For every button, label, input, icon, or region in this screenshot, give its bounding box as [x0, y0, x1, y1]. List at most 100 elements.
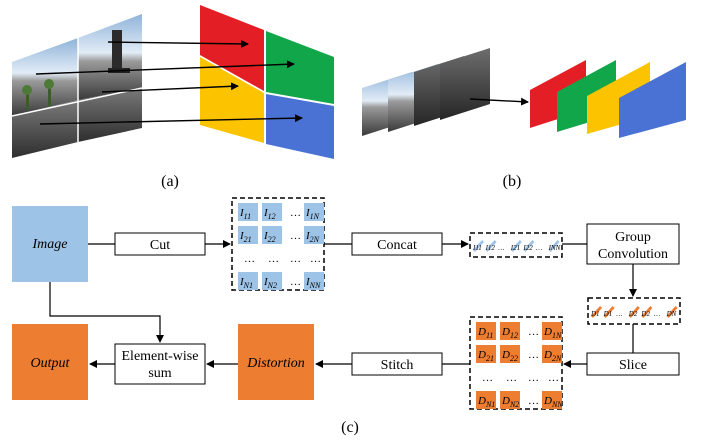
strip-tile [628, 306, 640, 318]
panel-b: (b) [362, 48, 686, 190]
grid-cell-label: D21 [477, 349, 494, 363]
cell-base: D [501, 349, 510, 361]
cell-subscript: 12 [268, 212, 276, 221]
strip-label: … [536, 244, 542, 252]
sum-label-2: sum [148, 366, 171, 381]
strip-label: DN [666, 310, 677, 318]
grid-cell-label: D12 [501, 326, 518, 340]
grid-ellipsis: … [290, 230, 301, 242]
flow-connectors [49, 240, 637, 368]
photo-quadrants [11, 14, 143, 158]
grid-cell [238, 272, 258, 290]
strip-label: I22 [522, 244, 533, 252]
mapping-arrows [35, 39, 303, 125]
grid-ellipsis: … [482, 372, 493, 384]
cell-base: I [263, 276, 269, 288]
concat-label: Concat [377, 238, 417, 253]
cell-subscript: 11 [486, 331, 493, 340]
grid-ellipsis: … [528, 372, 539, 384]
caption-a: (a) [161, 173, 179, 190]
group-convolution-label-1: Group [615, 230, 651, 245]
strip-tile [603, 306, 615, 318]
grid-cell [500, 391, 520, 409]
cell-base: I [263, 230, 269, 242]
grid-cell [476, 322, 496, 340]
grid-cell [542, 322, 562, 340]
grid-cell-label: I2N [305, 230, 320, 244]
skater-figure [112, 30, 122, 70]
strip-label: D2 [628, 310, 638, 318]
group-convolution-label-2: Convolution [598, 247, 668, 262]
cell-subscript: 21 [244, 235, 252, 244]
cell-base: D [543, 326, 552, 338]
cell-subscript: 21 [486, 354, 494, 363]
grid-ellipsis: … [290, 253, 301, 265]
strip-label: D1 [590, 310, 600, 318]
cell-subscript: N1 [485, 400, 495, 409]
strip-tile [548, 240, 560, 252]
grid-cell [262, 203, 282, 221]
strip-label: … [616, 310, 622, 318]
strip-label: D1 [603, 310, 613, 318]
sum-label-1: Element-wise [122, 349, 199, 364]
blue-block [266, 94, 334, 159]
cell-base: D [543, 395, 552, 407]
cell-base: I [305, 276, 311, 288]
strip-tile [666, 306, 678, 318]
grid-cell [542, 391, 562, 409]
strip-label: I21 [510, 244, 520, 252]
group-convolution-box [586, 223, 680, 265]
blue-channel [619, 62, 686, 138]
grid-ellipsis: … [548, 372, 559, 384]
grid-cell [476, 391, 496, 409]
grid-cell-label: IN2 [263, 276, 277, 290]
image-box [12, 206, 88, 282]
stitch-label: Stitch [381, 358, 414, 373]
distortion-label: Distortion [246, 356, 305, 371]
photo-quadrant-bl [12, 100, 78, 158]
caption-c: (c) [341, 419, 359, 436]
grid-cell-label: DNN [543, 395, 563, 409]
strip-label: D2 [640, 310, 650, 318]
slice-label: Slice [619, 358, 647, 373]
cell-base: I [239, 207, 245, 219]
cut-label: Cut [150, 238, 170, 253]
grid-cell [238, 226, 258, 244]
grid-cell [262, 272, 282, 290]
strip-tile [485, 240, 497, 252]
cell-base: I [263, 207, 269, 219]
grid-cell-label: I22 [263, 230, 276, 244]
grid-cell-label: I21 [239, 230, 252, 244]
grid-ellipsis: … [244, 253, 255, 265]
strip-tile [473, 240, 484, 252]
grid-ellipsis: … [528, 349, 539, 361]
strip-label: I11 [472, 244, 482, 252]
panel-a: (a) [11, 5, 334, 190]
cell-base: D [477, 326, 486, 338]
grid-cell [304, 272, 324, 290]
grid-cell [500, 345, 520, 363]
strip-tile [510, 240, 522, 252]
strip-label: … [498, 244, 504, 252]
grid-cell [500, 322, 520, 340]
red-block [200, 5, 264, 91]
photo-quadrant-br [78, 88, 142, 142]
caption-b: (b) [503, 173, 522, 190]
cell-base: D [501, 326, 510, 338]
cell-subscript: N1 [243, 281, 253, 290]
grid-cell-label: D22 [501, 349, 518, 363]
grid-cell [238, 203, 258, 221]
strip-tile [591, 306, 602, 318]
cell-subscript: 22 [268, 235, 276, 244]
cell-subscript: NN [551, 400, 563, 409]
grid-cell-label: D1N [543, 326, 562, 340]
cell-base: D [477, 395, 486, 407]
cell-base: I [239, 230, 245, 242]
distortion-box [238, 324, 314, 400]
cell-subscript: N2 [509, 400, 519, 409]
grid-cell-label: IN1 [239, 276, 253, 290]
